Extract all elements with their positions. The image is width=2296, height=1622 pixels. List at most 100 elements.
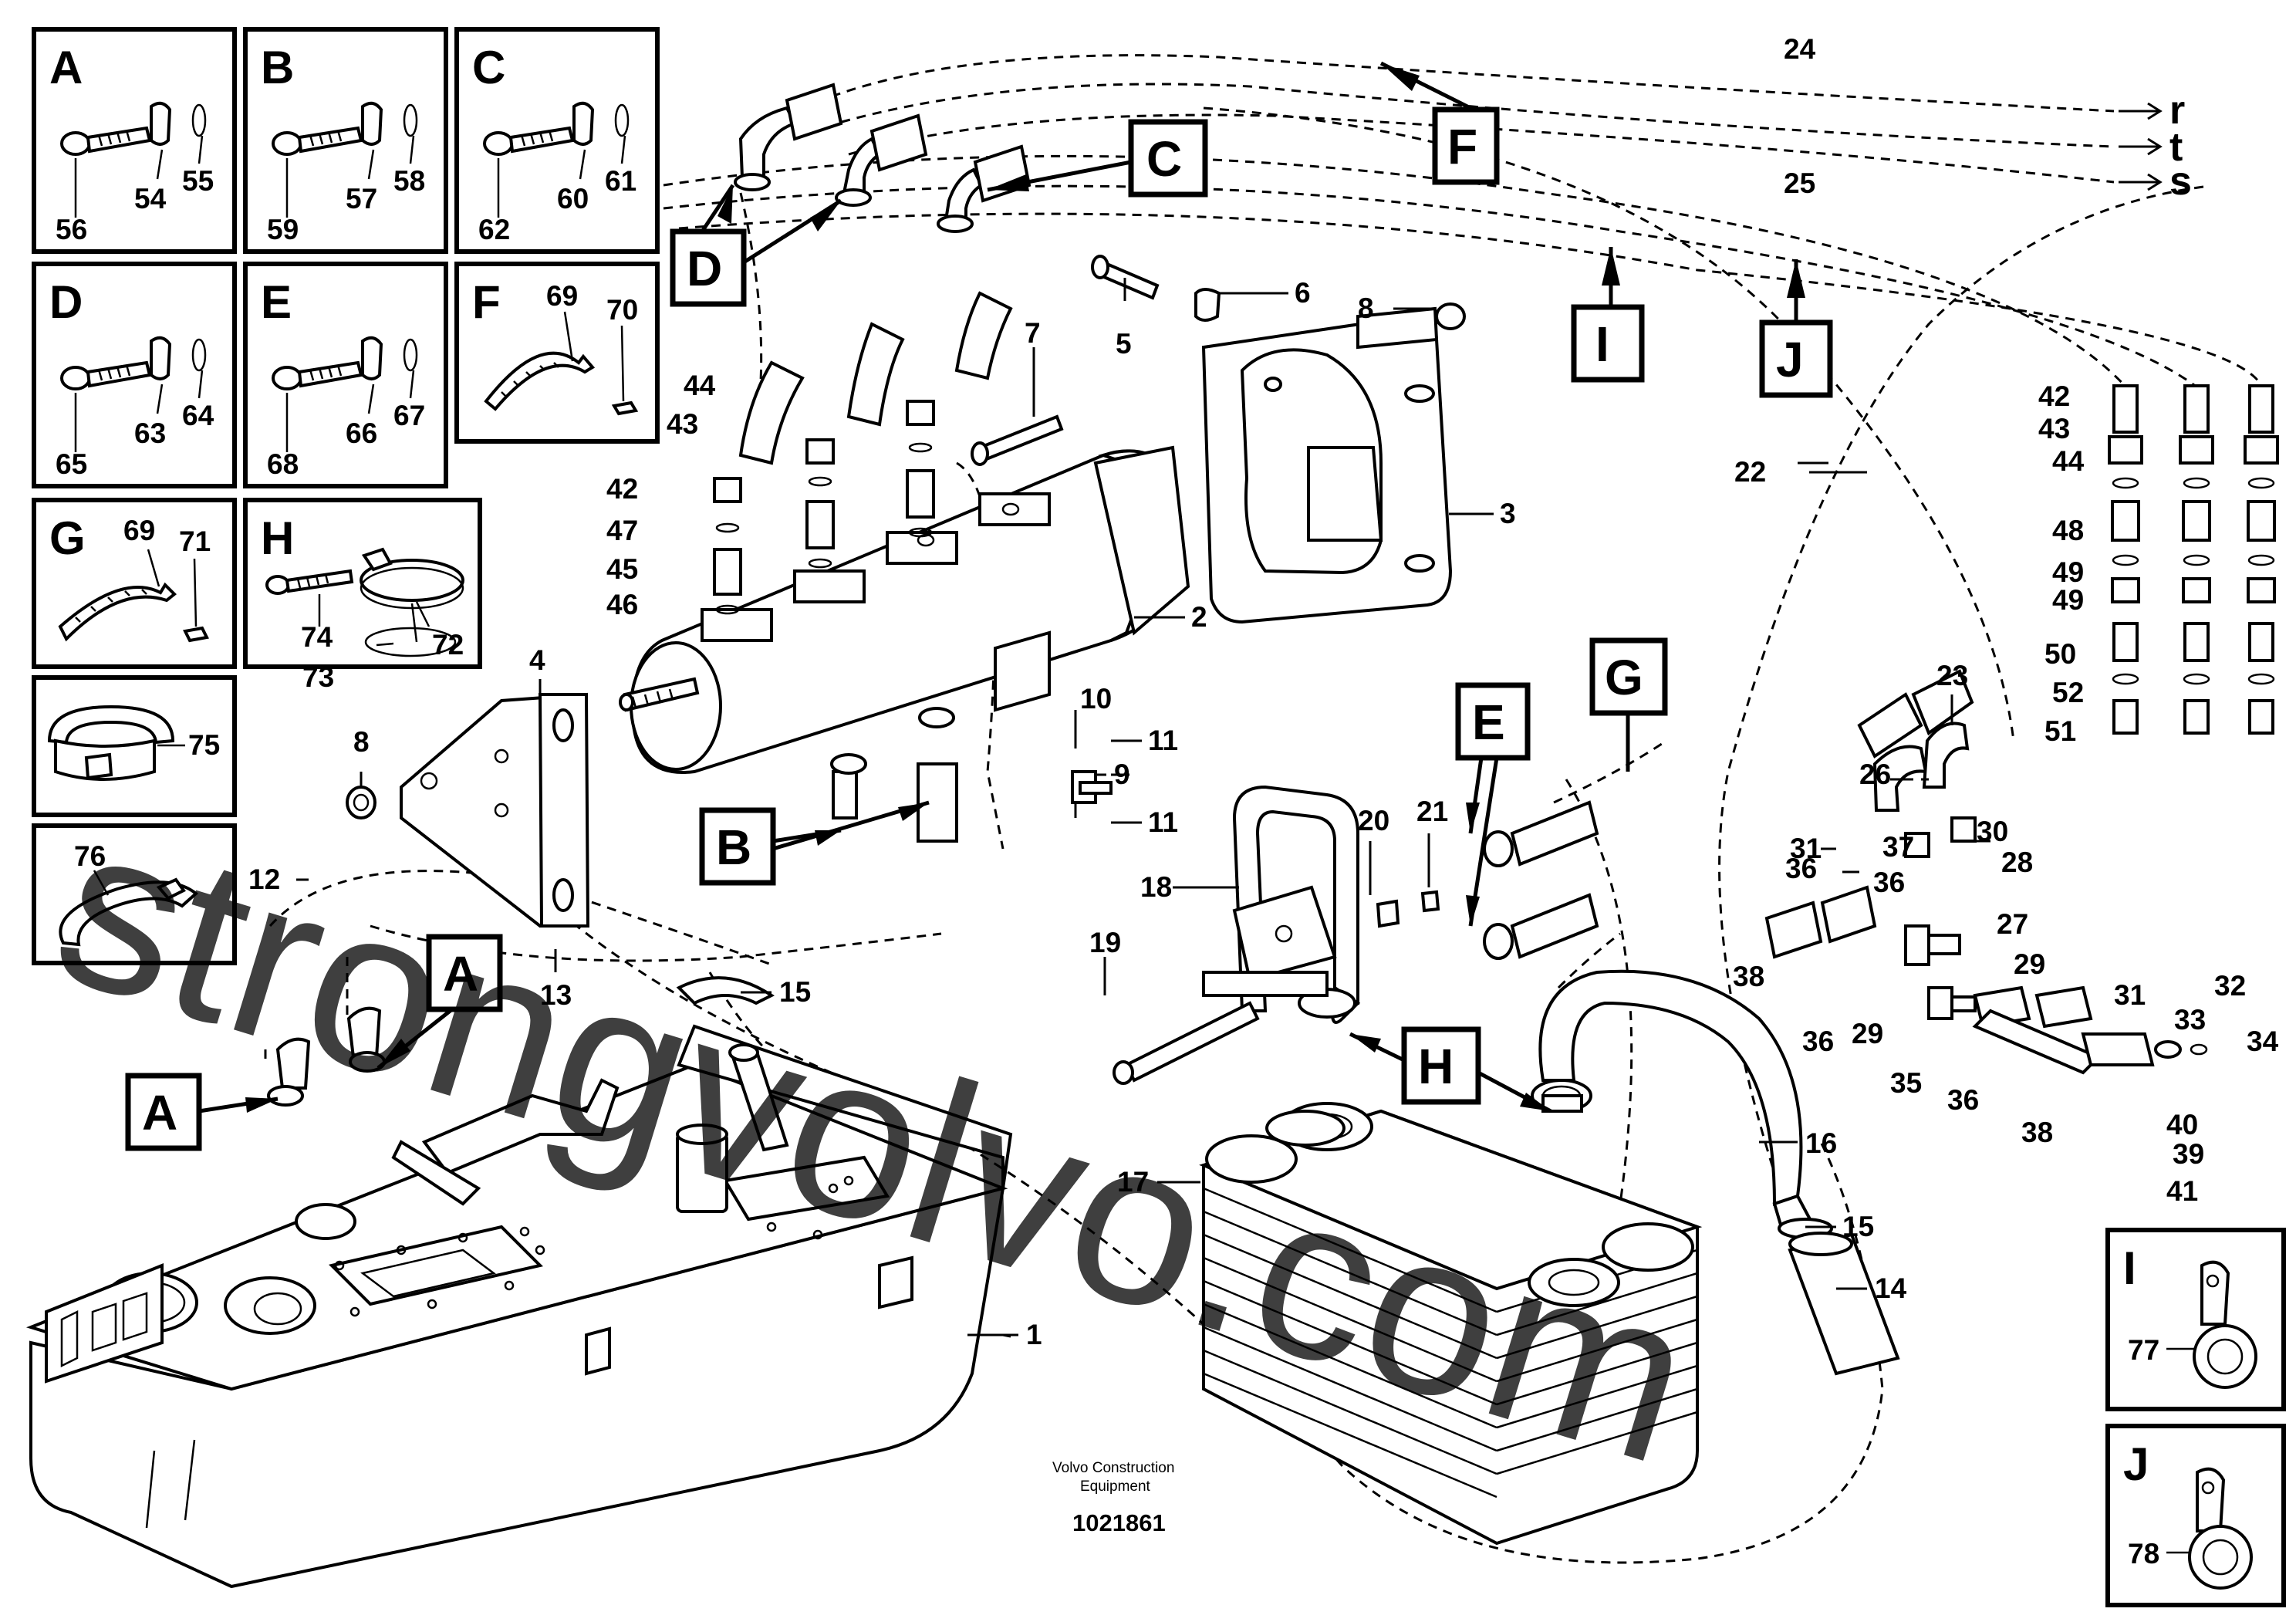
svg-text:C: C: [1146, 131, 1182, 187]
callout-h: H: [1349, 1026, 1552, 1113]
svg-text:s: s: [2169, 159, 2192, 204]
top-elbow-fittings: [734, 83, 1032, 233]
cable-tie-icon: [484, 351, 596, 411]
svg-text:42: 42: [2038, 380, 2070, 412]
svg-text:39: 39: [2173, 1138, 2204, 1170]
svg-text:5: 5: [1116, 328, 1132, 360]
svg-text:D: D: [49, 276, 83, 328]
svg-text:60: 60: [557, 183, 589, 215]
svg-text:72: 72: [432, 629, 464, 661]
svg-text:76: 76: [74, 840, 106, 872]
mount-block-icon: [183, 626, 209, 643]
svg-text:A: A: [443, 946, 478, 1002]
hose-routes: [264, 54, 2264, 1564]
callout-a-lower: A: [125, 1073, 279, 1151]
svg-text:17: 17: [1117, 1166, 1149, 1198]
svg-text:59: 59: [267, 214, 299, 245]
svg-text:24: 24: [1784, 33, 1816, 65]
svg-text:2: 2: [1191, 601, 1207, 633]
lower-hose: [1778, 1218, 1900, 1376]
svg-text:31: 31: [1790, 833, 1822, 864]
svg-text:16: 16: [1805, 1127, 1837, 1159]
drawing-footer: Volvo Construction Equipment 1021861: [1052, 1460, 1174, 1536]
detail-box-76: 76: [32, 823, 237, 965]
callout-f: F: [1379, 61, 1500, 185]
svg-text:B: B: [716, 819, 751, 875]
tee-fittings: [1764, 669, 2208, 1075]
svg-text:12: 12: [248, 863, 280, 895]
callout-a-upper: A: [376, 934, 503, 1070]
svg-text:11: 11: [1148, 725, 1178, 756]
svg-text:61: 61: [605, 165, 636, 197]
svg-text:30: 30: [1977, 816, 2008, 847]
hose-clamp-icon: [360, 547, 464, 610]
svg-text:41: 41: [2166, 1175, 2198, 1207]
bent-pipe: [1202, 785, 1361, 1147]
svg-text:4: 4: [529, 644, 545, 676]
svg-text:36: 36: [1873, 867, 1905, 898]
svg-text:34: 34: [2247, 1026, 2279, 1057]
detail-box-e: E 68 66 67: [243, 262, 448, 488]
svg-text:52: 52: [2052, 677, 2084, 708]
svg-text:H: H: [1418, 1039, 1454, 1094]
svg-text:1: 1: [1026, 1319, 1042, 1350]
svg-text:67: 67: [393, 400, 425, 431]
svg-text:43: 43: [2038, 413, 2070, 444]
svg-text:A: A: [49, 42, 83, 93]
detail-box-d: D 65 63 64: [32, 262, 237, 488]
svg-text:44: 44: [684, 370, 716, 401]
detail-box-f: F 69 70: [454, 262, 660, 444]
svg-text:I: I: [1595, 316, 1609, 372]
detail-box-g: G 69 71: [32, 498, 237, 669]
svg-text:74: 74: [301, 621, 333, 653]
svg-text:E: E: [261, 276, 292, 328]
svg-text:47: 47: [606, 515, 638, 546]
svg-text:11: 11: [1148, 806, 1178, 838]
svg-text:44: 44: [2052, 445, 2085, 477]
svg-text:3: 3: [1500, 498, 1516, 529]
p-clamp-icon: [2193, 1260, 2257, 1389]
svg-text:36: 36: [1802, 1026, 1834, 1057]
svg-text:43: 43: [667, 408, 698, 440]
svg-text:G: G: [49, 512, 86, 564]
svg-text:B: B: [261, 42, 294, 93]
cable-tie-icon: [59, 880, 199, 947]
svg-text:46: 46: [606, 589, 638, 620]
svg-text:50: 50: [2044, 638, 2076, 670]
svg-text:E: E: [1472, 694, 1505, 750]
svg-text:51: 51: [2044, 715, 2076, 747]
svg-text:J: J: [1776, 332, 1804, 387]
svg-text:14: 14: [1875, 1272, 1907, 1304]
callout-j: J: [1759, 259, 1833, 398]
svg-text:40: 40: [2166, 1109, 2198, 1140]
heater-cylinder: [619, 445, 1190, 774]
detail-box-b: B 59 57 58: [243, 27, 448, 254]
svg-text:62: 62: [478, 214, 510, 245]
svg-text:8: 8: [353, 726, 370, 758]
svg-text:r: r: [2169, 88, 2185, 133]
svg-text:49: 49: [2052, 584, 2084, 616]
detail-box-a: A 56 54 55: [32, 27, 237, 254]
mount-block-icon: [611, 400, 639, 416]
detail-box-j: J 78: [2105, 1424, 2286, 1607]
oil-cooler: [1199, 1102, 1703, 1546]
svg-text:27: 27: [1997, 908, 2028, 940]
svg-text:64: 64: [182, 400, 214, 431]
svg-text:56: 56: [56, 214, 87, 245]
svg-text:F: F: [472, 276, 501, 328]
svg-text:C: C: [472, 42, 505, 93]
svg-text:54: 54: [134, 183, 167, 215]
svg-text:68: 68: [267, 448, 299, 480]
strap-clamp-icon: [47, 705, 175, 745]
callout-d: D: [670, 184, 842, 307]
svg-text:69: 69: [123, 515, 155, 546]
svg-text:42: 42: [606, 473, 638, 505]
callout-i: I: [1571, 247, 1645, 383]
svg-text:J: J: [2123, 1438, 2149, 1490]
svg-text:77: 77: [2128, 1334, 2159, 1366]
callout-g: G: [1589, 637, 1668, 772]
fitting-stack-2: [2179, 384, 2214, 735]
svg-text:15: 15: [1842, 1211, 1874, 1242]
svg-text:78: 78: [2128, 1538, 2159, 1570]
svg-text:36: 36: [1947, 1084, 1979, 1116]
